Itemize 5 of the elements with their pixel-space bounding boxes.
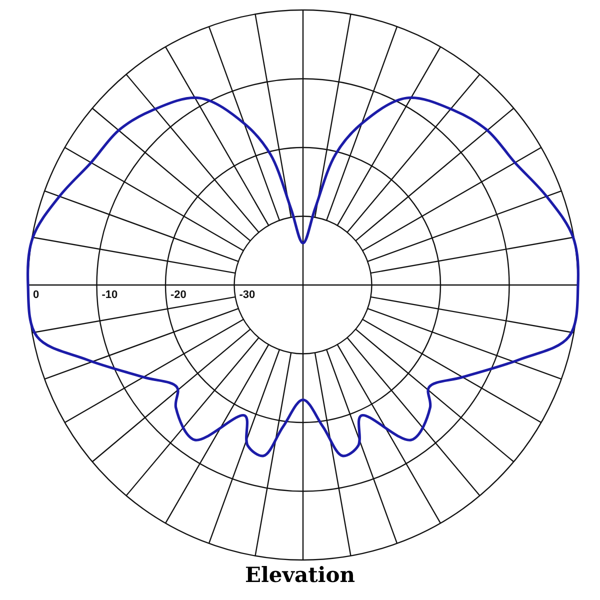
caption: Elevation (244, 562, 356, 587)
axis-tick-label: 0 (33, 289, 40, 301)
axis-tick-label: -30 (239, 289, 256, 301)
axis-tick-label: -20 (170, 289, 186, 301)
axis-tick-label: -10 (102, 289, 118, 301)
